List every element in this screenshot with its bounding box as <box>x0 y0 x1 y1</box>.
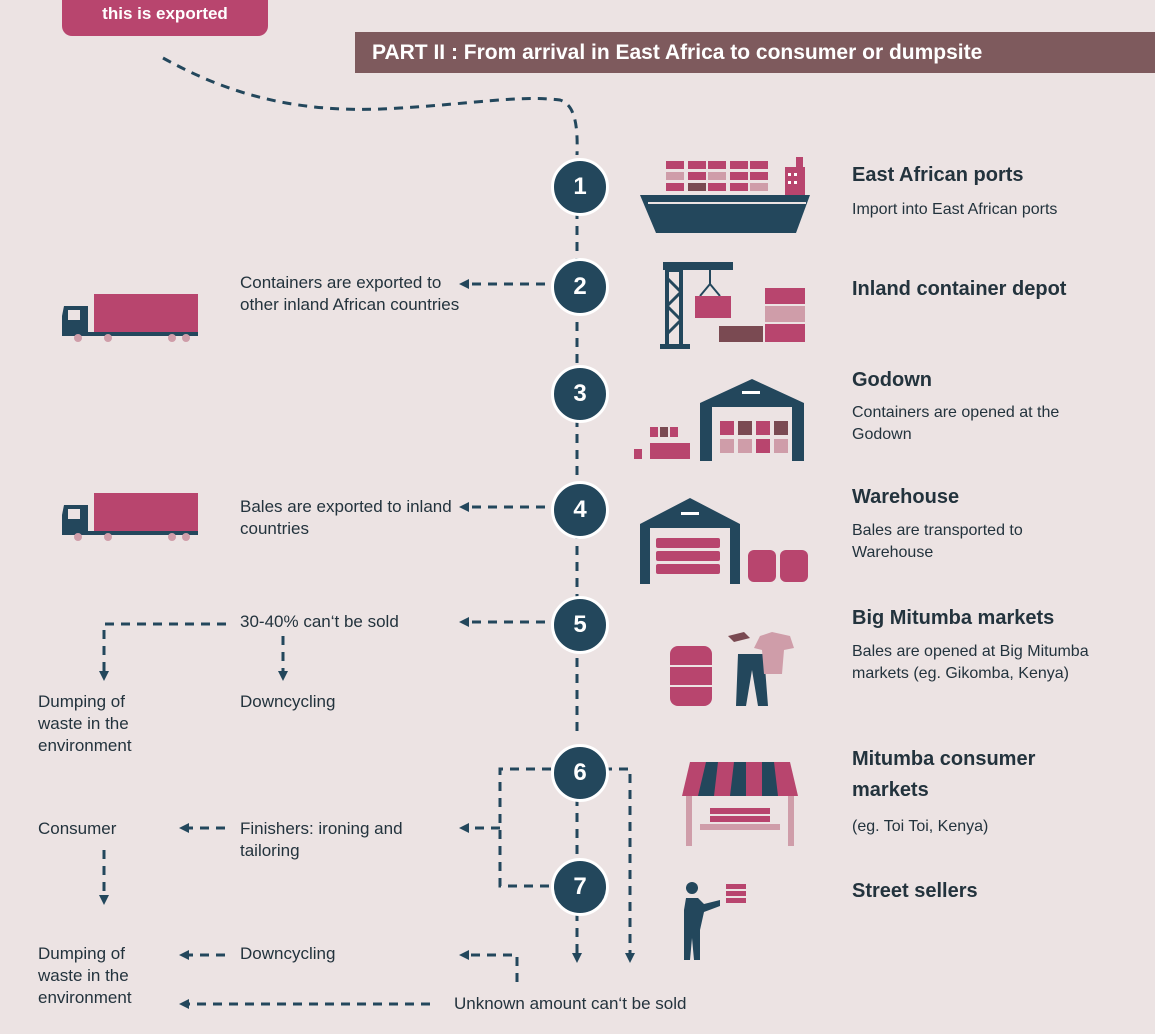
dumping-label-1: Dumping of waste in the environment <box>38 692 132 755</box>
step-1-desc: Import into East African ports <box>852 201 1058 218</box>
street-seller-icon <box>684 882 746 960</box>
unknown-amount-label: Unknown amount can‘t be sold <box>454 994 687 1013</box>
crane-container-icon <box>660 262 805 349</box>
step-6-desc: (eg. Toi Toi, Kenya) <box>852 818 989 835</box>
arrow-to-downcycling-2 <box>459 950 519 982</box>
step-5-title: Big Mitumba markets <box>852 607 1055 629</box>
part-header: PART II : From arrival in East Africa to… <box>355 32 1155 73</box>
step-7-badge: 7 <box>551 858 609 916</box>
warehouse-bales-icon <box>640 498 808 584</box>
finishers-label: Finishers: ironing and tailoring <box>240 819 403 860</box>
step-6-title: Mitumba consumer markets <box>852 748 1036 801</box>
bracket-left-6-7 <box>498 767 551 888</box>
step-2-title: Inland container depot <box>852 278 1067 300</box>
cargo-ship-icon <box>640 157 810 233</box>
branch-to-dumping <box>99 622 226 681</box>
step-3-badge: 3 <box>551 365 609 423</box>
step-4-desc: Bales are transported to Warehouse <box>852 522 1023 561</box>
step-4-title: Warehouse <box>852 486 960 508</box>
godown-building-icon <box>634 379 804 461</box>
truck-icon <box>62 493 198 541</box>
branch-right-6 <box>603 767 635 963</box>
dumping-label-2: Dumping of waste in the environment <box>38 944 132 1007</box>
step-7-title: Street sellers <box>852 880 978 902</box>
step-2-badge: 2 <box>551 258 609 316</box>
truck-icon <box>62 294 198 342</box>
step-3-title: Godown <box>852 369 932 391</box>
containers-exported-label: Containers are exported to other inland … <box>240 273 460 314</box>
consumer-label: Consumer <box>38 819 117 838</box>
market-stall-icon <box>682 762 798 846</box>
step-5-badge: 5 <box>551 596 609 654</box>
step-3-desc: Containers are opened at the Godown <box>852 404 1060 443</box>
step-1-badge: 1 <box>551 158 609 216</box>
bales-clothes-icon <box>670 632 794 706</box>
cant-be-sold-label: 30-40% can‘t be sold <box>240 612 399 631</box>
bales-exported-label: Bales are exported to inland countries <box>240 497 452 538</box>
step-6-badge: 6 <box>551 744 609 802</box>
downcycling-label-2: Downcycling <box>240 944 336 963</box>
step-5-desc: Bales are opened at Big Mitumba markets … <box>852 643 1089 682</box>
step-1-title: East African ports <box>852 164 1024 186</box>
downcycling-label-1: Downcycling <box>240 692 336 711</box>
step-4-badge: 4 <box>551 481 609 539</box>
exported-badge: this is exported <box>62 0 268 36</box>
incoming-curve <box>162 56 579 156</box>
